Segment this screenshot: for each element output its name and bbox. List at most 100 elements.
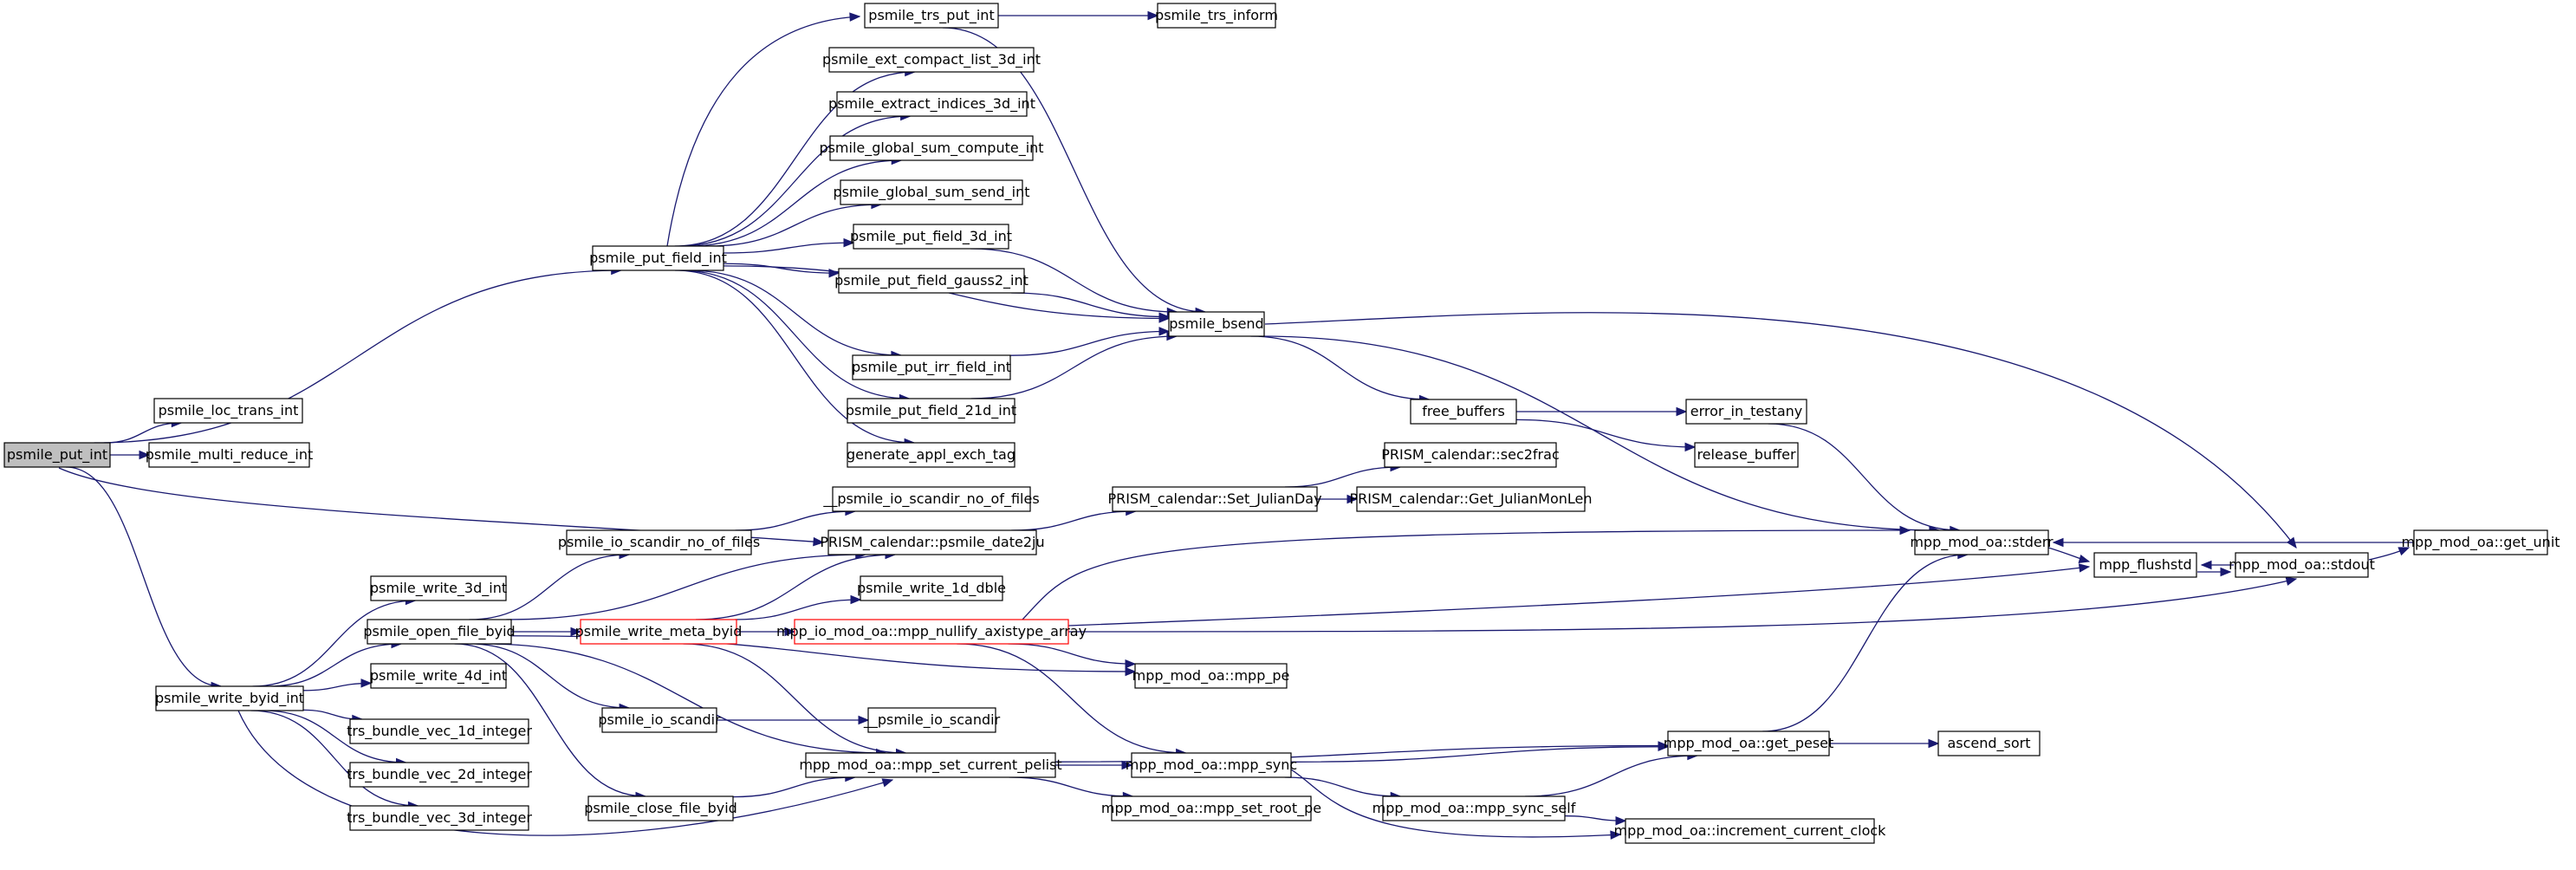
function-node-label[interactable]: psmile_put_field_3d_int bbox=[850, 228, 1012, 245]
function-node-box[interactable] bbox=[1134, 663, 1288, 689]
function-node-label[interactable]: mpp_flushstd bbox=[2099, 556, 2191, 574]
function-node-box[interactable] bbox=[148, 442, 310, 468]
function-node[interactable]: mpp_mod_oa::mpp_pe bbox=[1132, 663, 1290, 689]
function-node-label[interactable]: psmile_write_1d_dble bbox=[857, 580, 1006, 597]
function-node-label[interactable]: __psmile_io_scandir bbox=[863, 711, 1001, 729]
function-node-label[interactable]: psmile_write_meta_byid bbox=[575, 623, 743, 640]
function-node-box[interactable] bbox=[587, 795, 734, 821]
function-node[interactable]: psmile_write_1d_dble bbox=[857, 575, 1006, 601]
function-node-label[interactable]: psmile_put_irr_field_int bbox=[852, 359, 1011, 376]
function-node-label[interactable]: mpp_mod_oa::stderr bbox=[1910, 534, 2054, 551]
function-node-box[interactable] bbox=[1914, 529, 2049, 555]
function-node-box[interactable] bbox=[827, 529, 1037, 555]
function-node-box[interactable] bbox=[805, 752, 1056, 778]
function-node-label[interactable]: mpp_mod_oa::mpp_set_root_pe bbox=[1101, 800, 1321, 817]
function-node[interactable]: psmile_put_irr_field_int bbox=[852, 354, 1011, 380]
function-node-box[interactable] bbox=[367, 619, 512, 645]
function-node-label[interactable]: psmile_trs_put_int bbox=[868, 7, 994, 24]
function-node[interactable]: mpp_io_mod_oa::mpp_nullify_axistype_arra… bbox=[776, 619, 1087, 645]
function-node-label[interactable]: mpp_mod_oa::mpp_set_current_pelist bbox=[799, 756, 1061, 774]
function-node[interactable]: psmile_trs_put_int bbox=[864, 3, 999, 29]
function-node-label[interactable]: mpp_mod_oa::stdout bbox=[2229, 556, 2375, 574]
function-node[interactable]: mpp_mod_oa::increment_current_clock bbox=[1614, 818, 1887, 844]
function-node-label[interactable]: psmile_extract_indices_3d_int bbox=[828, 95, 1035, 113]
function-node[interactable]: psmile_put_int bbox=[3, 442, 111, 468]
function-node-label[interactable]: psmile_trs_inform bbox=[1155, 7, 1278, 24]
function-node-label[interactable]: psmile_loc_trans_int bbox=[159, 402, 299, 419]
function-node-box[interactable] bbox=[832, 486, 1031, 512]
function-node-label[interactable]: PRISM_calendar::Set_JulianDay bbox=[1107, 490, 1321, 508]
function-node[interactable]: psmile_write_byid_int bbox=[155, 685, 304, 711]
function-node-box[interactable] bbox=[1112, 486, 1318, 512]
function-node-box[interactable] bbox=[847, 442, 1015, 468]
function-node[interactable]: trs_bundle_vec_1d_integer bbox=[347, 718, 532, 744]
function-node[interactable]: psmile_global_sum_send_int bbox=[833, 179, 1030, 205]
function-node[interactable]: psmile_put_field_21d_int bbox=[846, 398, 1016, 424]
function-node[interactable]: PRISM_calendar::sec2frac bbox=[1381, 442, 1560, 468]
function-node[interactable]: mpp_mod_oa::get_unit bbox=[2401, 529, 2560, 555]
function-node[interactable]: psmile_trs_inform bbox=[1155, 3, 1278, 29]
function-node-label[interactable]: mpp_mod_oa::mpp_sync_self bbox=[1372, 800, 1576, 817]
function-node[interactable]: PRISM_calendar::psmile_date2ju bbox=[820, 529, 1045, 555]
function-node[interactable]: free_buffers bbox=[1410, 399, 1517, 425]
function-node[interactable]: mpp_flushstd bbox=[2093, 552, 2197, 578]
function-node-box[interactable] bbox=[840, 179, 1023, 205]
function-node-box[interactable] bbox=[566, 529, 752, 555]
function-node-label[interactable]: psmile_open_file_byid bbox=[363, 623, 515, 640]
function-node[interactable]: mpp_mod_oa::get_peset bbox=[1664, 730, 1834, 756]
function-node-label[interactable]: psmile_bsend bbox=[1169, 315, 1263, 333]
function-node-box[interactable] bbox=[1625, 818, 1875, 844]
function-node-box[interactable] bbox=[370, 575, 507, 601]
function-node[interactable]: psmile_bsend bbox=[1168, 311, 1265, 337]
function-node-box[interactable] bbox=[1410, 399, 1517, 425]
function-node-box[interactable] bbox=[2235, 552, 2369, 578]
function-node[interactable]: psmile_io_scandir bbox=[598, 707, 721, 733]
function-node-box[interactable] bbox=[1937, 730, 2041, 756]
function-node[interactable]: mpp_mod_oa::mpp_set_root_pe bbox=[1101, 795, 1321, 821]
function-node-label[interactable]: psmile_write_byid_int bbox=[155, 690, 304, 707]
function-node[interactable]: psmile_put_field_3d_int bbox=[850, 224, 1012, 250]
function-node[interactable]: psmile_global_sum_compute_int bbox=[819, 135, 1044, 161]
function-node-box[interactable] bbox=[794, 619, 1069, 645]
function-node[interactable]: PRISM_calendar::Set_JulianDay bbox=[1107, 486, 1322, 512]
function-node-label[interactable]: trs_bundle_vec_2d_integer bbox=[347, 766, 532, 783]
function-node[interactable]: ascend_sort bbox=[1937, 730, 2041, 756]
function-node-label[interactable]: error_in_testany bbox=[1690, 403, 1802, 420]
function-node-box[interactable] bbox=[1685, 399, 1807, 425]
function-node-label[interactable]: mpp_io_mod_oa::mpp_nullify_axistype_arra… bbox=[776, 623, 1087, 640]
function-node-label[interactable]: trs_bundle_vec_1d_integer bbox=[347, 723, 532, 740]
function-node-box[interactable] bbox=[860, 575, 1003, 601]
function-node[interactable]: psmile_loc_trans_int bbox=[153, 398, 303, 424]
function-node-label[interactable]: mpp_mod_oa::increment_current_clock bbox=[1614, 822, 1887, 840]
function-node[interactable]: __psmile_io_scandir_no_of_files bbox=[822, 486, 1040, 512]
function-node-label[interactable]: mpp_mod_oa::get_unit bbox=[2401, 534, 2560, 551]
function-node-label[interactable]: psmile_global_sum_send_int bbox=[833, 184, 1029, 201]
function-node-label[interactable]: PRISM_calendar::sec2frac bbox=[1381, 446, 1559, 464]
function-node-box[interactable] bbox=[155, 685, 304, 711]
function-node[interactable]: psmile_write_4d_int bbox=[370, 663, 507, 689]
function-node[interactable]: release_buffer bbox=[1694, 442, 1799, 468]
function-node-box[interactable] bbox=[1667, 730, 1830, 756]
function-node-label[interactable]: trs_bundle_vec_3d_integer bbox=[347, 809, 532, 827]
function-node-box[interactable] bbox=[370, 663, 507, 689]
function-node-label[interactable]: psmile_put_field_gauss2_int bbox=[834, 272, 1028, 289]
function-node-box[interactable] bbox=[1694, 442, 1799, 468]
function-node-box[interactable] bbox=[2093, 552, 2197, 578]
function-node-label[interactable]: psmile_io_scandir_no_of_files bbox=[558, 534, 760, 551]
function-node-box[interactable] bbox=[1356, 486, 1586, 512]
function-node[interactable]: mpp_mod_oa::stderr bbox=[1910, 529, 2054, 555]
function-node-box[interactable] bbox=[349, 805, 529, 831]
function-node-label[interactable]: psmile_write_4d_int bbox=[370, 667, 507, 685]
function-node-label[interactable]: psmile_close_file_byid bbox=[584, 800, 737, 817]
function-node-label[interactable]: psmile_put_field_int bbox=[589, 250, 727, 267]
function-node-label[interactable]: mpp_mod_oa::mpp_pe bbox=[1132, 667, 1290, 685]
function-node-box[interactable] bbox=[1131, 752, 1292, 778]
function-node[interactable]: psmile_extract_indices_3d_int bbox=[828, 91, 1035, 117]
function-node-label[interactable]: mpp_mod_oa::mpp_sync bbox=[1126, 756, 1297, 774]
function-node-box[interactable] bbox=[580, 619, 737, 645]
function-node-label[interactable]: __psmile_io_scandir_no_of_files bbox=[822, 490, 1039, 508]
function-node-box[interactable] bbox=[852, 354, 1011, 380]
function-node[interactable]: psmile_put_field_int bbox=[589, 245, 727, 271]
function-node-label[interactable]: psmile_io_scandir bbox=[598, 711, 721, 729]
function-node[interactable]: __psmile_io_scandir bbox=[863, 707, 1001, 733]
